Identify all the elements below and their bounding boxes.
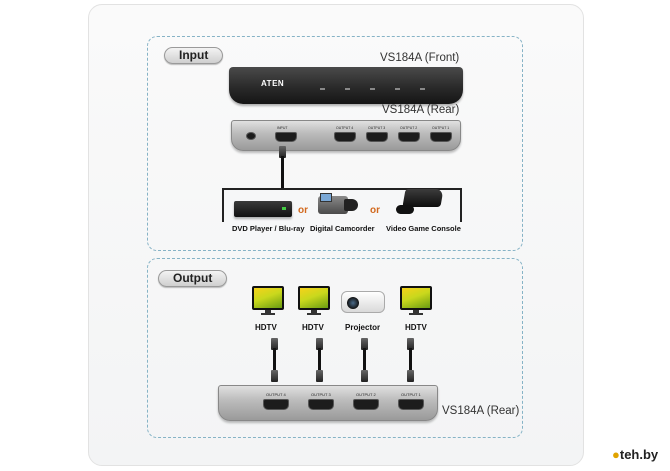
display-label-hdtv-1: HDTV [255,323,277,332]
tv-stand [413,310,419,314]
hdmi-plug [407,338,414,350]
rear-device-label-top: VS184A (Rear) [382,104,460,116]
controller [396,205,414,214]
tv-screen [298,286,330,310]
projector-lens [347,297,359,309]
tv-base [261,313,275,315]
hdmi-plug [279,146,286,158]
hdmi-plug [361,338,368,350]
output-port [430,132,452,142]
display-label-hdtv-2: HDTV [302,323,324,332]
output-port [334,132,356,142]
tv-stand [311,310,317,314]
output-port-label: OUTPUT 2 [356,392,376,397]
projector-icon [341,291,385,313]
dvd-led [282,207,286,210]
front-led [420,88,425,90]
output-port-label: OUTPUT 2 [400,126,418,130]
hdmi-cable [318,348,321,374]
camcorder-lens [344,199,358,211]
output-port-label: OUTPUT 3 [368,126,386,130]
output-port-label: OUTPUT 1 [401,392,421,397]
input-section [147,36,523,251]
hdmi-plug [407,370,414,382]
game-console-icon [396,189,444,215]
output-port [353,399,379,410]
power-jack [246,132,256,140]
watermark-dot-icon: ● [612,447,620,462]
output-section [147,258,523,438]
hdmi-plug [271,370,278,382]
output-port-label: OUTPUT 4 [336,126,354,130]
front-led [395,88,400,90]
hdmi-cable [281,156,284,190]
sources-bracket [222,188,462,222]
hdmi-cable [273,348,276,374]
hdmi-plug [361,370,368,382]
display-label-projector: Projector [345,323,381,332]
source-label-dvd: DVD Player / Blu-ray [232,224,305,233]
output-port-label: OUTPUT 1 [432,126,450,130]
hdtv-icon [400,286,432,316]
hdmi-plug [316,370,323,382]
tv-stand [265,310,271,314]
output-section-label: Output [158,270,228,287]
tv-screen [252,286,284,310]
front-device-label: VS184A (Front) [380,52,460,64]
hdmi-plug [271,338,278,350]
watermark: ●teh.by [612,447,658,462]
output-port [263,399,289,410]
hdmi-plug [316,338,323,350]
source-label-camcorder: Digital Camcorder [310,224,375,233]
vs184a-front-device [229,67,463,104]
aten-logo: ATEN [261,79,285,88]
dvd-player-icon [234,201,292,217]
output-port [398,399,424,410]
tv-screen [400,286,432,310]
input-port-label: INPUT [277,126,288,130]
output-port [308,399,334,410]
or-separator: or [370,205,380,216]
tv-base [409,313,423,315]
hdtv-icon [298,286,330,316]
input-port [275,132,297,142]
input-section-label: Input [164,47,224,64]
front-led [370,88,375,90]
tv-base [307,313,321,315]
camcorder-screen [320,193,332,202]
output-port [398,132,420,142]
camcorder-icon [318,193,358,219]
or-separator: or [298,205,308,216]
rear-device-label-bottom: VS184A (Rear) [442,405,520,417]
display-label-hdtv-3: HDTV [405,323,427,332]
watermark-text: teh.by [619,447,659,462]
source-label-console: Video Game Console [386,224,461,233]
output-port [366,132,388,142]
front-led [345,88,350,90]
hdmi-cable [363,348,366,374]
hdtv-icon [252,286,284,316]
output-port-label: OUTPUT 4 [266,392,286,397]
front-led [320,88,325,90]
output-port-label: OUTPUT 3 [311,392,331,397]
hdmi-cable [409,348,412,374]
